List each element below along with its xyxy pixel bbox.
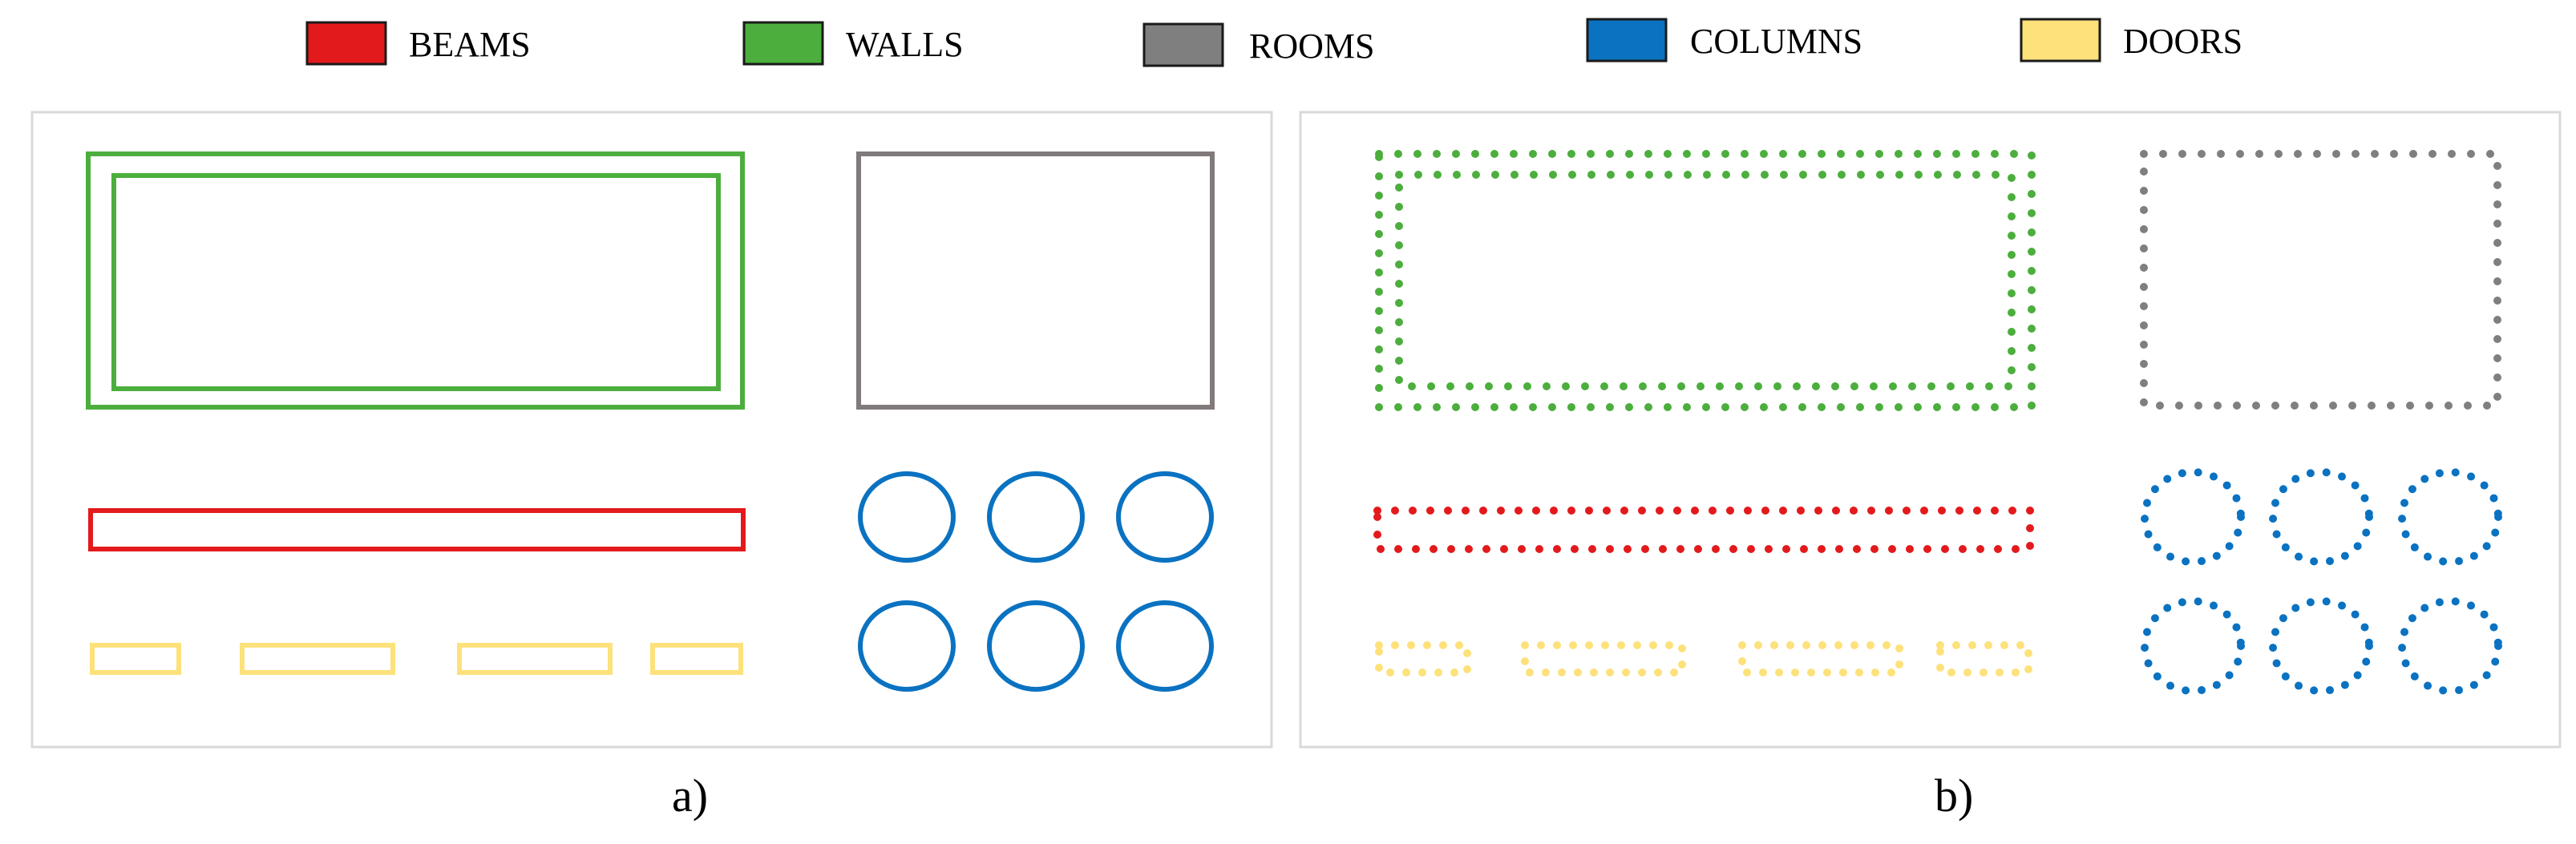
- door-dotted: [1375, 641, 1471, 676]
- door-dotted: [1738, 641, 1903, 676]
- column-dotted: [2141, 597, 2245, 695]
- panel-a-frame: [30, 111, 1273, 749]
- wall-inner-outline: [111, 173, 721, 391]
- legend-label-beams: BEAMS: [409, 25, 531, 64]
- columns-group-dotted: [2141, 468, 2502, 695]
- column-dotted: [2398, 468, 2502, 566]
- room-outline: [856, 151, 1215, 410]
- column-outline: [987, 600, 1085, 692]
- door-outline: [90, 643, 181, 675]
- door-outline: [240, 643, 395, 675]
- column-outline: [858, 471, 956, 563]
- legend-label-walls: WALLS: [846, 25, 964, 64]
- panel-b-frame: [1299, 111, 2562, 749]
- column-dotted: [2398, 597, 2502, 695]
- legend-label-columns: COLUMNS: [1690, 22, 1862, 61]
- columns-group: [858, 471, 1214, 692]
- column-outline: [987, 471, 1085, 563]
- legend-item-beams: BEAMS: [305, 21, 531, 66]
- panel-b-caption: b): [1935, 769, 1973, 822]
- wall-inner-dotted: [1395, 171, 2016, 390]
- column-dotted: [2269, 597, 2373, 695]
- panel-a-caption: a): [672, 769, 708, 822]
- column-outline: [1116, 600, 1214, 692]
- column-outline: [1116, 471, 1214, 563]
- column-outline: [858, 600, 956, 692]
- doors-group-dotted: [1375, 641, 2032, 676]
- wall-outer-outline: [86, 151, 745, 410]
- door-dotted: [1521, 641, 1686, 676]
- legend-label-rooms: ROOMS: [1249, 26, 1375, 66]
- door-outline: [457, 643, 613, 675]
- legend-item-walls: WALLS: [742, 21, 964, 66]
- legend-item-doors: DOORS: [2020, 18, 2242, 63]
- column-dotted: [2141, 468, 2245, 566]
- legend-swatch-columns: [1586, 18, 1668, 63]
- legend-swatch-beams: [305, 21, 387, 66]
- column-dotted: [2269, 468, 2373, 566]
- legend-item-columns: COLUMNS: [1586, 18, 1862, 63]
- legend-label-doors: DOORS: [2123, 22, 2242, 61]
- panel-b: b): [1299, 111, 2562, 822]
- panel-a: a): [30, 111, 1273, 822]
- walls-element-dotted: [1375, 150, 2036, 411]
- legend-item-rooms: ROOMS: [1142, 22, 1375, 67]
- wall-outer-dotted: [1375, 150, 2036, 411]
- door-outline: [650, 643, 743, 675]
- walls-element: [86, 151, 745, 410]
- legend-swatch-walls: [742, 21, 824, 66]
- legend-swatch-rooms: [1142, 22, 1224, 67]
- room-dotted: [2140, 150, 2501, 410]
- door-dotted: [1936, 641, 2032, 676]
- legend: BEAMS WALLS ROOMS COLUMNS DOORS: [305, 18, 2242, 67]
- beam-dotted: [1373, 507, 2034, 553]
- beam-outline: [88, 508, 746, 551]
- legend-swatch-doors: [2020, 18, 2101, 63]
- doors-group: [90, 643, 743, 675]
